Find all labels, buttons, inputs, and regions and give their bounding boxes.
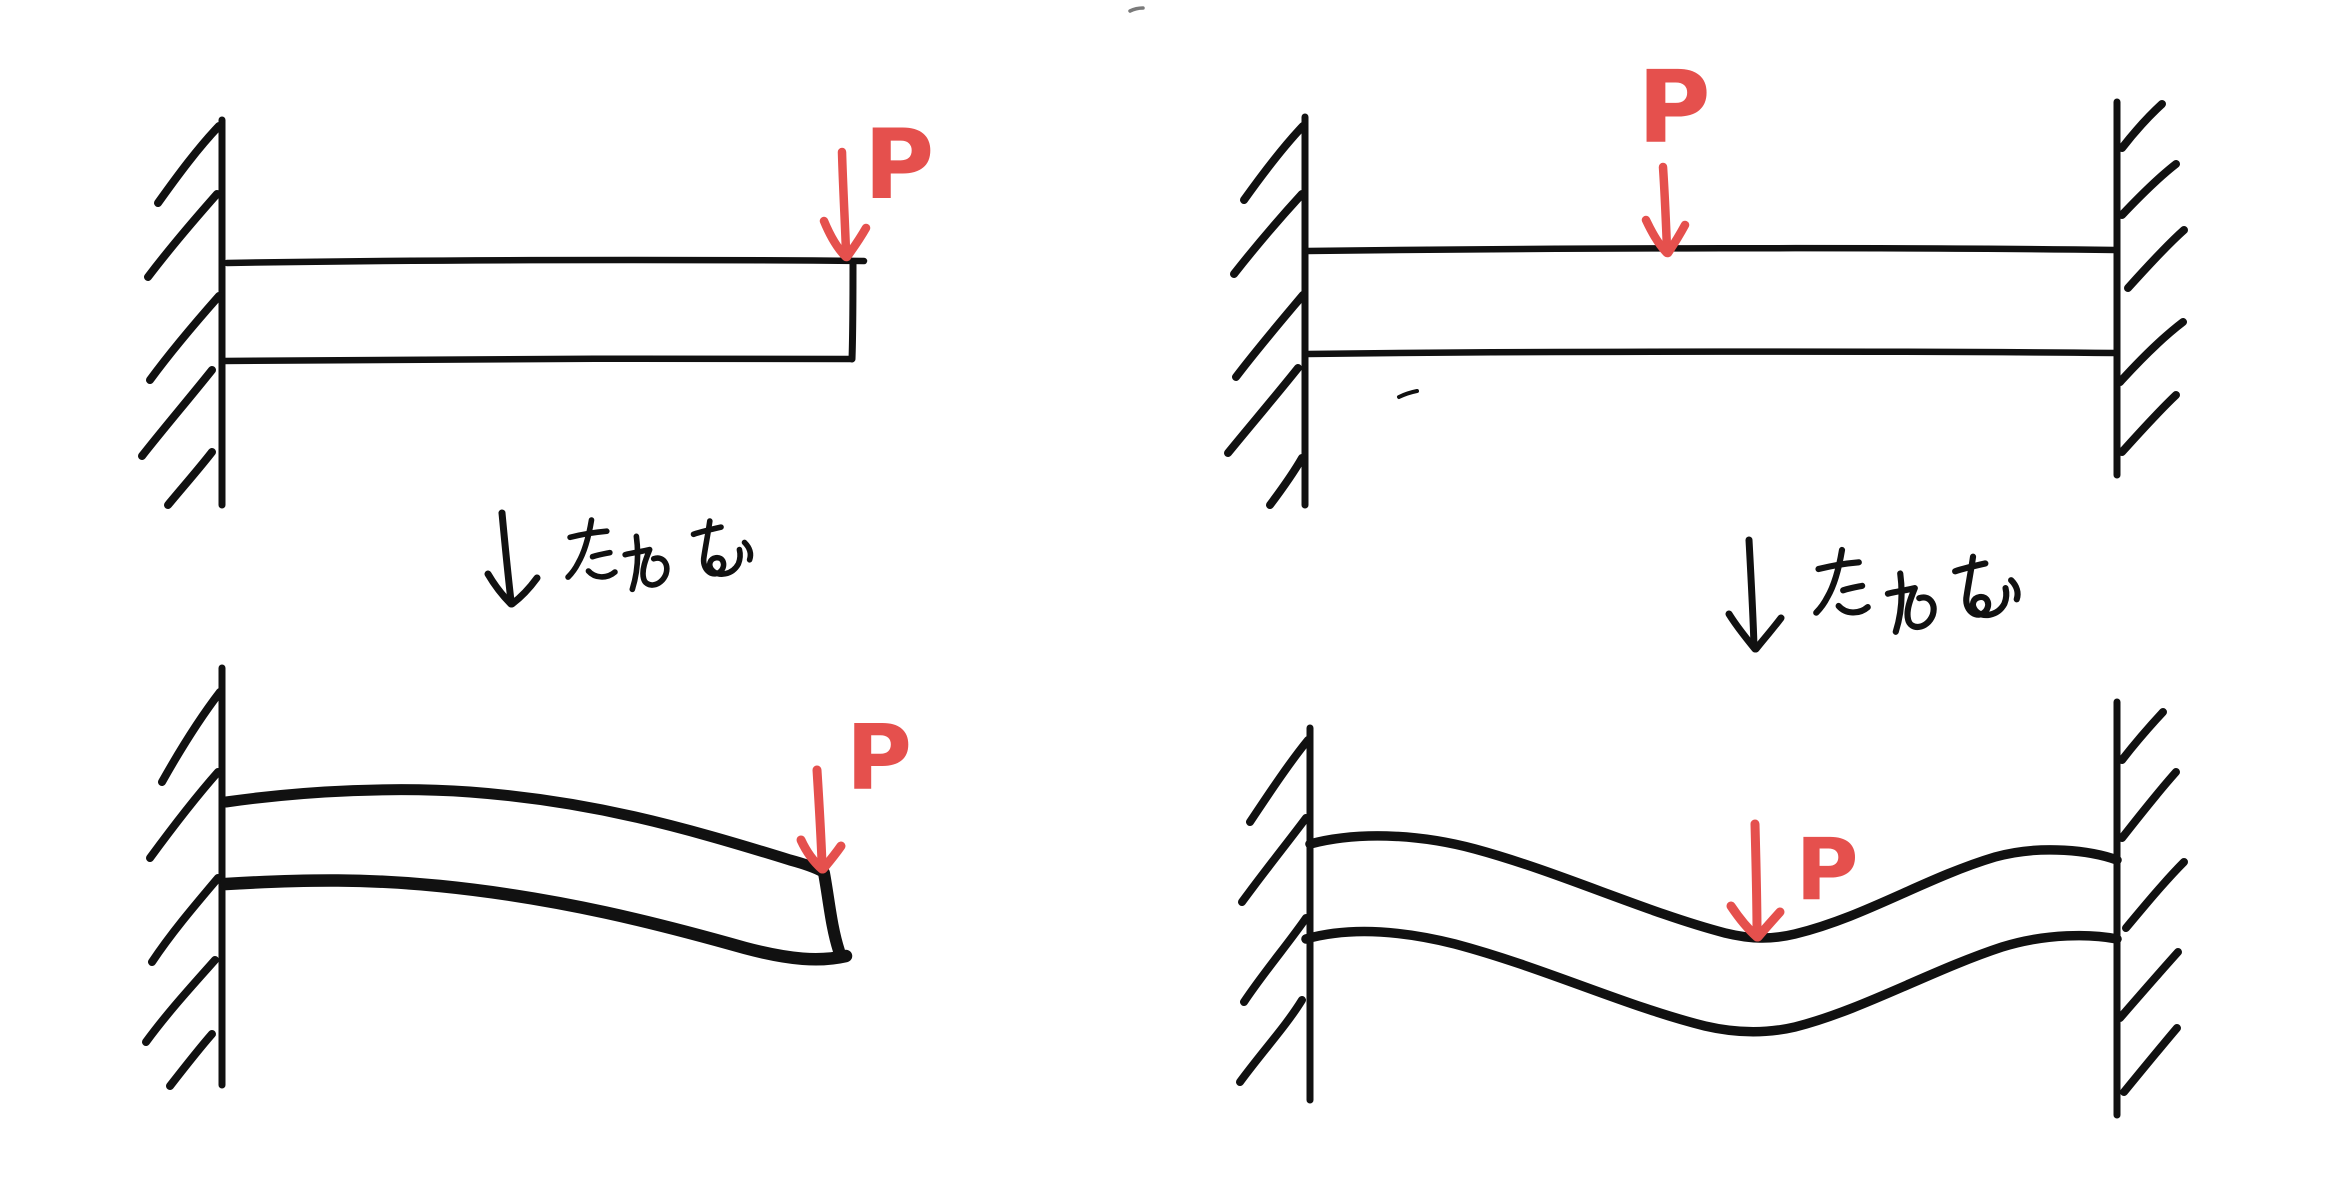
hatch-stroke [1266, 454, 1306, 509]
hatch-stroke [1238, 814, 1310, 906]
arrow-head [1752, 614, 1785, 653]
hatch-stroke [2116, 948, 2182, 1022]
stray-mark [1128, 6, 1145, 13]
wall-hatching [138, 122, 223, 509]
hatch-stroke [146, 292, 223, 384]
arrow-shaft [812, 765, 827, 868]
hatch-stroke [154, 122, 223, 207]
diagram-cantilever-before: P [138, 109, 934, 509]
beam-outline [1303, 244, 2119, 358]
hatch-stroke [148, 874, 222, 966]
down-arrow-icon [484, 509, 541, 608]
deflected-beam-outline [219, 784, 853, 966]
beam-bottom-edge [218, 355, 856, 365]
arrow-shaft [498, 509, 515, 605]
diagram-fixed-fixed-before: P [1224, 49, 2188, 509]
wall-hatching [142, 688, 224, 1090]
load-label: P [864, 109, 934, 221]
hatch-stroke [1236, 996, 1306, 1086]
hatch-stroke [2118, 160, 2180, 219]
hatch-stroke [158, 688, 224, 786]
deflect-annotation-text [1816, 550, 2017, 632]
beam-free-end-edge [818, 867, 845, 957]
load-arrow-icon [1726, 819, 1785, 942]
arrow-head [1663, 220, 1690, 258]
arrow-head [842, 223, 871, 262]
load-arrow-icon [819, 147, 871, 262]
diagram-fixed-fixed-after: P [1236, 698, 2188, 1119]
stray-mark [1397, 389, 1419, 399]
hatch-stroke [1232, 291, 1307, 381]
wall-hatching [1224, 122, 1307, 509]
deflect-annotation-right [1725, 536, 2018, 653]
hatch-stroke [1240, 914, 1310, 1006]
arrow-shaft [1750, 819, 1762, 938]
hatch-stroke [142, 956, 219, 1046]
load-arrow-icon [796, 765, 846, 874]
hatch-stroke [164, 448, 216, 509]
hatch-stroke [1224, 364, 1302, 457]
load-arrow-icon [1641, 162, 1690, 258]
hatch-stroke [2116, 318, 2187, 386]
arrow-shaft [1745, 536, 1758, 650]
beam-top-edge [223, 256, 868, 267]
load-label: P [846, 706, 912, 811]
hatch-stroke [2118, 708, 2167, 764]
beam-bottom-edge [1303, 348, 2119, 358]
hatch-stroke [2118, 768, 2180, 842]
hatch-stroke [166, 1030, 216, 1090]
hatch-stroke [2118, 391, 2180, 456]
beam-outline [218, 256, 868, 365]
deflect-annotation-left [484, 509, 750, 608]
beam-free-end-edge [848, 259, 857, 363]
arrow-head [1725, 610, 1759, 653]
beam-bottom-edge [1301, 926, 2122, 1037]
beam-top-edge [220, 784, 829, 878]
deflected-beam-outline [1301, 831, 2122, 1037]
hatch-stroke [2120, 1024, 2181, 1096]
down-arrow-icon [1725, 536, 1785, 653]
hatch-stroke [138, 366, 216, 460]
diagram-cantilever-after: P [142, 664, 912, 1090]
beam-top-edge [1305, 831, 2122, 943]
wall-hatching [1236, 736, 1312, 1086]
hatch-stroke [2122, 858, 2188, 932]
hatch-stroke [144, 190, 221, 281]
arrow-head [1753, 907, 1785, 942]
hatch-stroke [1240, 122, 1307, 204]
hatch-stroke [2118, 100, 2166, 152]
hatch-stroke [1246, 736, 1312, 826]
hatch-stroke [146, 768, 222, 862]
arrow-head [818, 841, 846, 874]
load-label: P [1637, 49, 1710, 166]
wall-hatching [2116, 708, 2188, 1096]
wall-hatching [2116, 100, 2188, 456]
arrow-head [484, 570, 515, 608]
deflect-annotation-text [568, 520, 750, 589]
arrow-shaft [1658, 162, 1672, 254]
beam-bottom-edge [219, 874, 853, 966]
beam-top-edge [1303, 244, 2119, 255]
load-label: P [1795, 820, 1858, 920]
hatch-stroke [1230, 190, 1306, 278]
arrow-head [508, 574, 541, 608]
hatch-stroke [2124, 226, 2188, 292]
arrow-shaft [837, 147, 851, 257]
